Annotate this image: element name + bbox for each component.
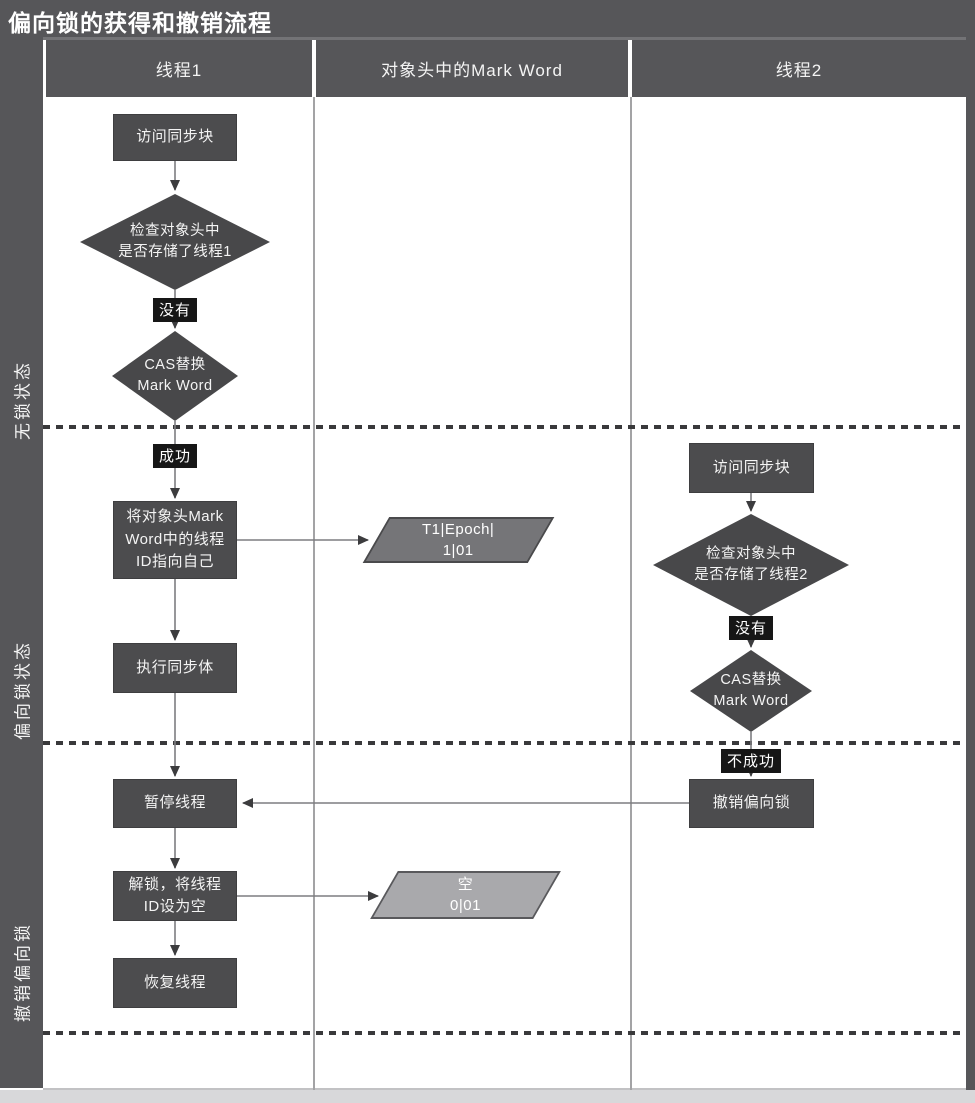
edge-label-t2-fail: 不成功: [720, 749, 782, 773]
lane-header-markword: 对象头中的Mark Word: [316, 40, 628, 97]
page-title: 偏向锁的获得和撤销流程: [8, 10, 272, 36]
process-t1-resume-node: 恢复线程: [113, 958, 237, 1008]
edge-label-t2-no: 没有: [728, 616, 774, 640]
process-t1-pause-node: 暂停线程: [113, 779, 237, 828]
lane-header-thread2: 线程2: [632, 40, 966, 97]
title-seam: [0, 37, 975, 40]
phase-separator: [43, 741, 966, 745]
process-t2-access-node: 访问同步块: [689, 443, 814, 493]
right-border: [966, 0, 975, 1090]
lane-header-thread1: 线程1: [46, 40, 312, 97]
phase-separator: [43, 1031, 966, 1035]
markword-biased-node: T1|Epoch| 1|01: [362, 517, 555, 563]
process-t2-revoke-node: 撤销偏向锁: [689, 779, 814, 828]
edge-label-t1-no: 没有: [152, 298, 198, 322]
lane-divider: [313, 97, 315, 1090]
process-t1-set-id-node: 将对象头Mark Word中的线程 ID指向自己: [113, 501, 237, 579]
process-t1-unlock-node: 解锁，将线程 ID设为空: [113, 871, 237, 921]
process-t1-access-node: 访问同步块: [113, 114, 237, 161]
markword-empty-node: 空 0|01: [370, 871, 561, 919]
bottom-margin: [0, 1090, 975, 1103]
edge-label-t1-success: 成功: [152, 444, 198, 468]
phase-sidebar: [0, 0, 43, 1088]
title-bar: [0, 0, 975, 37]
lane-divider: [630, 97, 632, 1090]
process-t1-execute-node: 执行同步体: [113, 643, 237, 693]
phase-separator: [43, 425, 966, 429]
